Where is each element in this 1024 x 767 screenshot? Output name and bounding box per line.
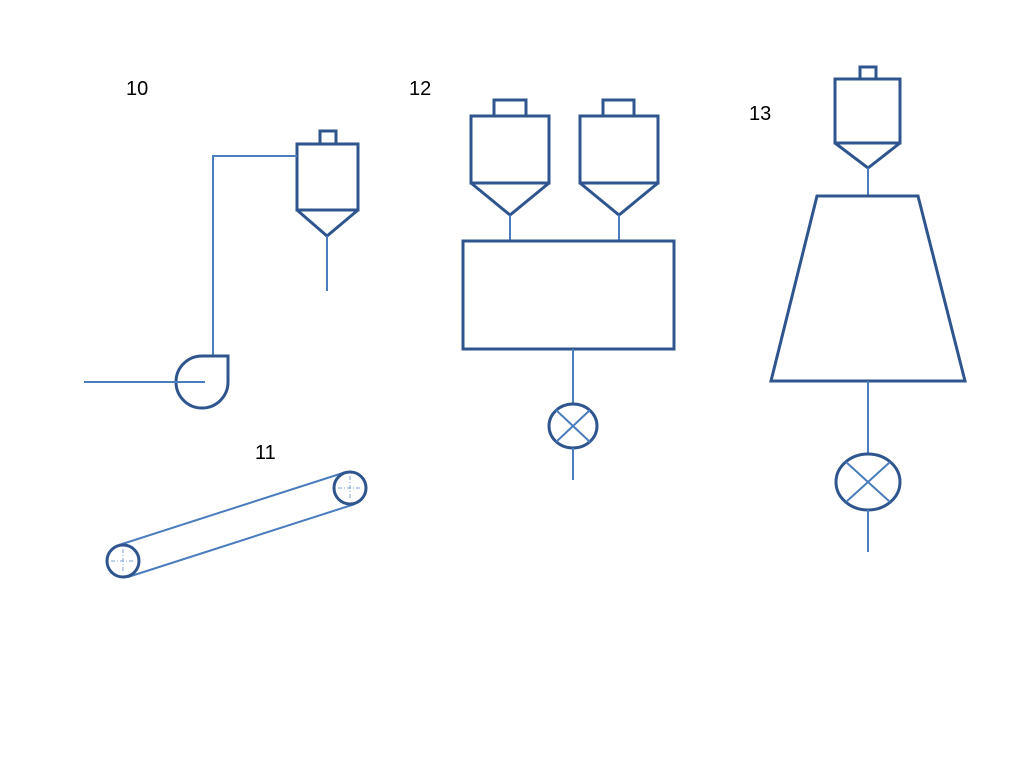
- label-11: 11: [255, 442, 276, 464]
- hopper-3-body: [833, 77, 902, 145]
- label-13: 13: [749, 103, 772, 125]
- hopper-2-cap: [601, 98, 636, 118]
- fan-volute: [174, 354, 230, 410]
- hopper-2-cone: [579, 181, 659, 217]
- duct-line: [212, 155, 297, 357]
- figure-10-fan-hopper: [84, 129, 360, 410]
- valve-12-cross: [555, 409, 591, 443]
- figure-12-dosing-mixer: [461, 98, 676, 480]
- belt-bottom: [127, 503, 356, 578]
- hopper-cone: [296, 208, 359, 238]
- mixer-box: [461, 239, 676, 351]
- hopper-1-cap: [492, 98, 528, 118]
- pulley-left-center: [111, 549, 135, 573]
- figure-11-conveyor: [105, 470, 368, 579]
- pulley-right: [332, 470, 368, 506]
- hopper-3-cone: [834, 141, 901, 170]
- hopper-cap: [318, 129, 338, 146]
- belt-top: [118, 471, 347, 546]
- hopper-2-body: [578, 114, 660, 185]
- hopper-body: [295, 142, 360, 212]
- figure-13-bin: [769, 65, 967, 552]
- label-10: 10: [126, 78, 149, 100]
- trapezoid-bin: [769, 194, 967, 383]
- valve-13-cross: [845, 461, 891, 503]
- pulley-right-center: [338, 476, 362, 500]
- pulley-left: [105, 543, 141, 579]
- hopper-1-cone: [470, 181, 550, 217]
- hopper-1-body: [469, 114, 551, 185]
- label-12: 12: [409, 78, 432, 100]
- hopper-3-cap: [858, 65, 878, 81]
